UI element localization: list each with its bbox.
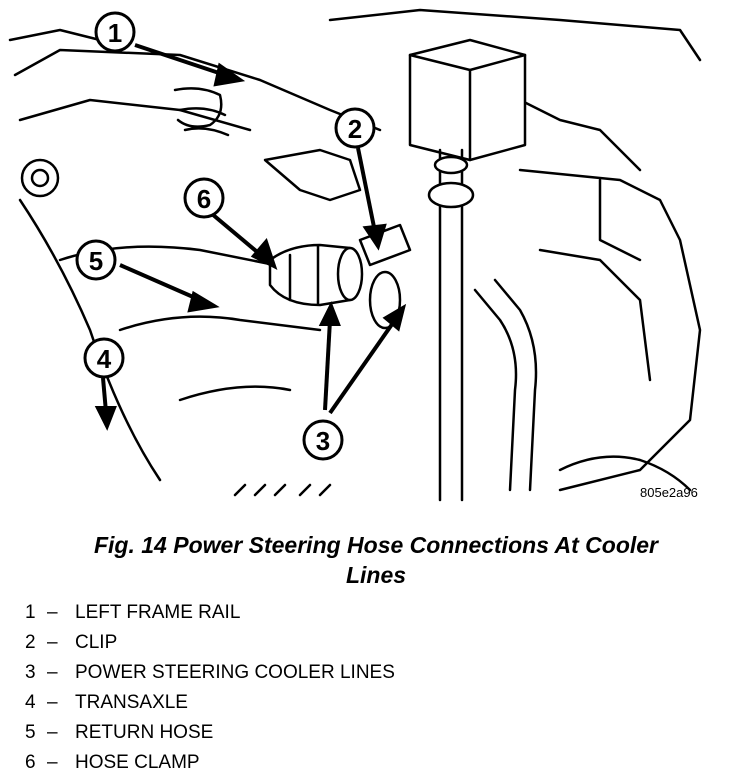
- legend-item: 3–POWER STEERING COOLER LINES: [25, 658, 395, 688]
- callout-5: 5: [89, 246, 103, 276]
- callout-1: 1: [108, 18, 122, 48]
- legend-number: 4: [25, 692, 36, 713]
- legend-label: POWER STEERING COOLER LINES: [75, 662, 395, 683]
- legend-item: 1–LEFT FRAME RAIL: [25, 598, 395, 628]
- legend-item: 5–RETURN HOSE: [25, 718, 395, 748]
- legend-label: CLIP: [75, 632, 118, 653]
- legend-label: HOSE CLAMP: [75, 752, 200, 773]
- legend-dash: –: [47, 692, 58, 713]
- legend-number: 6: [25, 752, 36, 773]
- legend-item: 2–CLIP: [25, 628, 395, 658]
- callout-4: 4: [97, 344, 112, 374]
- callout-6: 6: [197, 184, 211, 214]
- legend-number: 5: [25, 722, 36, 743]
- clip-shape: [358, 223, 412, 267]
- legend-label: LEFT FRAME RAIL: [75, 602, 241, 623]
- technical-illustration: 1 2 6 5 4 3 805e2a96: [8, 8, 702, 502]
- legend-number: 3: [25, 662, 36, 683]
- legend-number: 1: [25, 602, 36, 623]
- legend-number: 2: [25, 632, 36, 653]
- legend-label: RETURN HOSE: [75, 722, 214, 743]
- legend-list: 1–LEFT FRAME RAIL 2–CLIP 3–POWER STEERIN…: [25, 598, 395, 778]
- figure-caption: Fig. 14 Power Steering Hose Connections …: [0, 530, 752, 590]
- callout-3: 3: [316, 426, 330, 456]
- legend-item: 4–TRANSAXLE: [25, 688, 395, 718]
- figure-code: 805e2a96: [640, 485, 698, 500]
- legend-dash: –: [47, 752, 58, 773]
- legend-label: TRANSAXLE: [75, 692, 188, 713]
- legend-item: 6–HOSE CLAMP: [25, 748, 395, 778]
- legend-dash: –: [47, 662, 58, 683]
- caption-line-1: Fig. 14 Power Steering Hose Connections …: [93, 532, 659, 558]
- transaxle-shape: [18, 198, 162, 482]
- callout-2: 2: [348, 114, 362, 144]
- legend-dash: –: [47, 632, 58, 653]
- legend-dash: –: [47, 602, 58, 623]
- frame-rail-shape: [13, 48, 382, 132]
- caption-line-2: Lines: [345, 562, 407, 588]
- legend-dash: –: [47, 722, 58, 743]
